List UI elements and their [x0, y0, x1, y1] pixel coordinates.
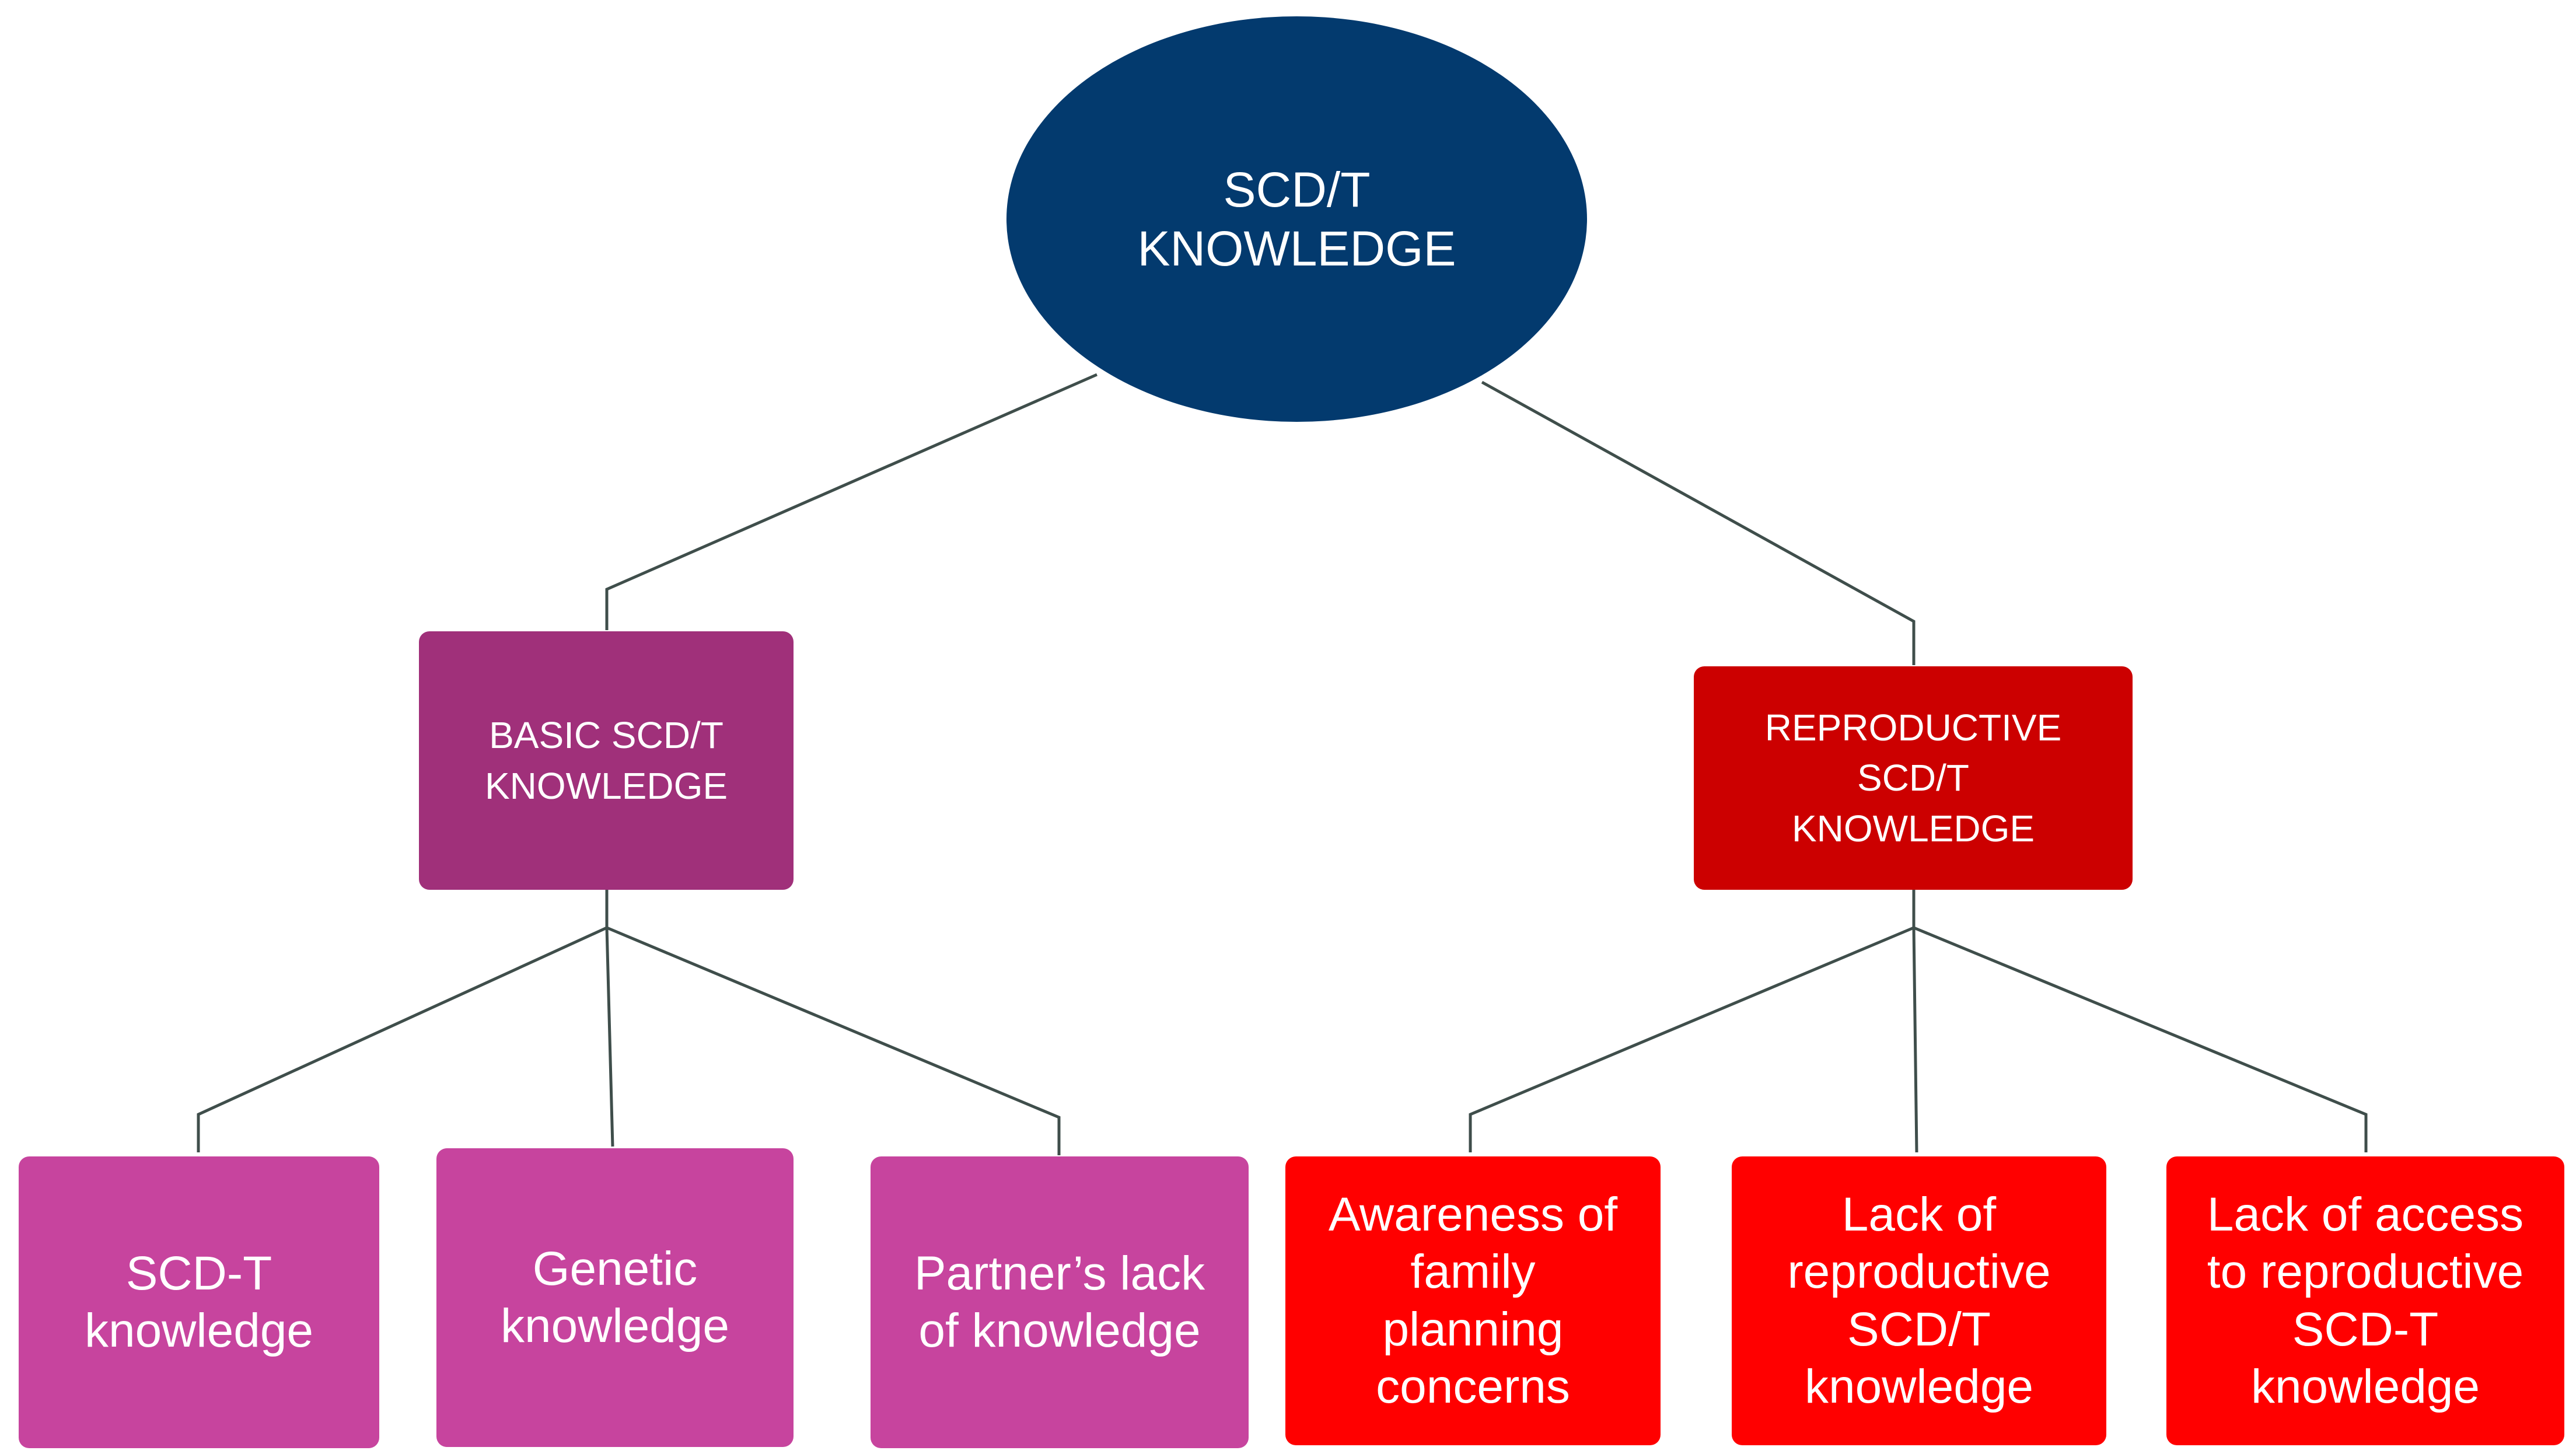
connector-repro-leaf-2 — [1912, 927, 1918, 1153]
leaf-genetic-knowledge: Genetic knowledge — [436, 1148, 794, 1447]
connector-root-reproductive — [1481, 380, 1916, 665]
connector-repro-leaf-3 — [1913, 926, 2368, 1152]
leaf-lack-of-access-reproductive-knowledge: Lack of access to reproductive SCD-T kno… — [2166, 1156, 2564, 1445]
connector-basic-leaf-3 — [606, 926, 1061, 1155]
connector-basic-leaf-1 — [197, 926, 608, 1152]
root-node: SCD/T KNOWLEDGE — [1006, 16, 1587, 422]
reproductive-knowledge-node: REPRODUCTIVE SCD/T KNOWLEDGE — [1694, 666, 2133, 890]
leaf-scd-t-knowledge: SCD-T knowledge — [19, 1156, 379, 1448]
connector-repro-leaf-1 — [1469, 926, 1914, 1152]
leaf-lack-of-reproductive-knowledge: Lack of reproductive SCD/T knowledge — [1732, 1156, 2106, 1445]
connector-basic-leaf-2 — [605, 927, 614, 1147]
connector-root-basic — [605, 373, 1098, 630]
leaf-awareness-family-planning: Awareness of family planning concerns — [1285, 1156, 1661, 1445]
basic-knowledge-node: BASIC SCD/T KNOWLEDGE — [419, 631, 794, 890]
leaf-partners-lack-of-knowledge: Partner’s lack of knowledge — [871, 1156, 1249, 1448]
